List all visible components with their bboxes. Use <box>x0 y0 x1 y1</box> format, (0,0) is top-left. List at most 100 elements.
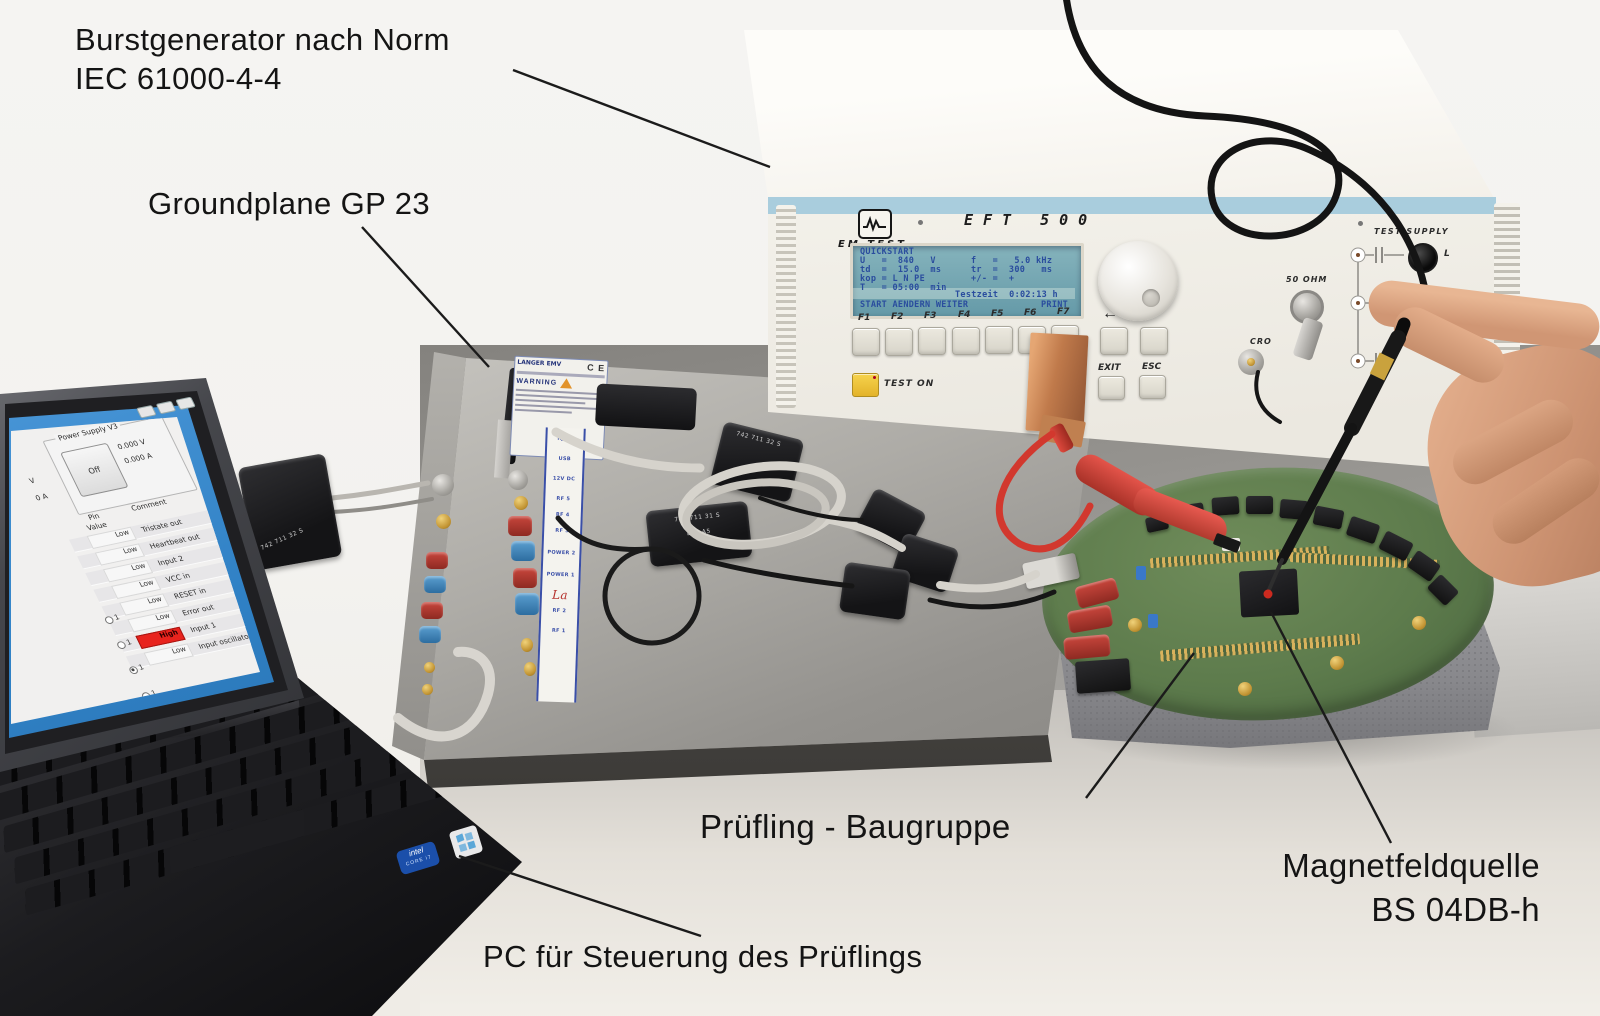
pcb-screw-hole <box>1330 656 1344 670</box>
terminal-l-jack <box>1408 243 1438 273</box>
rotary-knob[interactable] <box>1098 241 1178 321</box>
panel-screw <box>1358 221 1363 226</box>
lcd-line: +/- = + <box>971 274 1015 284</box>
fkey-button-f3[interactable] <box>918 327 946 355</box>
fkey-button-f4[interactable] <box>952 327 980 355</box>
pcb-header-connector <box>1279 498 1309 521</box>
heatsink-ribs-left <box>776 205 796 408</box>
lcd-line: QUICKSTART <box>860 247 915 257</box>
strip-label: RF 2 <box>552 607 567 615</box>
gold-pin <box>524 662 536 676</box>
partial-amps: 0 A <box>33 491 50 503</box>
current-readout: 0.000 A <box>122 451 154 466</box>
red-banana-jack <box>508 516 532 536</box>
strip-label: RF 1 <box>551 627 566 635</box>
fkey-button-f1[interactable] <box>852 328 880 356</box>
gold-pin <box>424 662 435 673</box>
partial-volts: V <box>27 475 37 486</box>
smb-connector <box>514 496 528 510</box>
sticker-warning: WARNING <box>516 377 558 387</box>
pcb-screw-hole <box>1238 682 1252 696</box>
ferrite-clamp <box>838 561 912 621</box>
test-on-label: TEST ON <box>884 379 935 389</box>
exit-label: EXIT <box>1098 363 1121 373</box>
test-on-button[interactable] <box>852 373 879 397</box>
exit-button[interactable] <box>1098 376 1125 400</box>
gold-pin <box>422 684 433 695</box>
strip-label: RF 3 <box>555 527 570 535</box>
annotation-burstgenerator: Burstgenerator nach Norm IEC 61000-4-4 <box>75 20 450 98</box>
strip-label: USB <box>558 455 571 463</box>
bnc-connector <box>508 470 528 490</box>
fkey-button-f2[interactable] <box>885 328 913 356</box>
fkey-label: F1 <box>858 313 871 323</box>
lcd-line: kop = L N PE <box>860 274 926 284</box>
cro-label: CRO <box>1250 337 1272 346</box>
windows-sticker <box>448 824 484 860</box>
fkey-label: F7 <box>1057 307 1070 317</box>
strip-label: 12V DC <box>552 475 576 483</box>
bnc-connector <box>432 474 454 496</box>
power-off-button[interactable]: Off <box>60 442 129 498</box>
strip-label: RJ 45 <box>557 435 574 443</box>
gold-pin <box>521 638 533 652</box>
ferrite-part-number: 742 711 31 S <box>673 511 721 524</box>
fkey-label: F3 <box>924 311 937 321</box>
strip-label: RF 4 <box>555 511 570 519</box>
test-on-led <box>873 376 876 379</box>
red-banana-jack <box>426 552 448 569</box>
laptop-screen: V 0 A Power Supply V3 Off 0.000 V 0.000 … <box>0 378 304 772</box>
lcd-testzeit: Testzeit 0:02:13 h <box>955 290 1058 300</box>
pcb-header-connector <box>1211 496 1240 516</box>
blue-banana-jack <box>419 626 441 643</box>
fkey-button-f5[interactable] <box>985 326 1013 354</box>
dut-center-chip <box>1238 568 1300 618</box>
terminal-l-label: L <box>1444 249 1450 259</box>
intel-sticker: intel CORE i7 <box>395 840 441 876</box>
fkey-label: F5 <box>991 309 1004 319</box>
fkey-label: F6 <box>1024 308 1037 318</box>
annotation-line: IEC 61000-4-4 <box>75 61 282 96</box>
lcd-print: PRINT <box>1041 300 1069 310</box>
pcb-screw-hole <box>1128 618 1142 632</box>
red-banana-jack <box>421 602 443 619</box>
lcd-status-band <box>853 288 1075 299</box>
strip-signature: La <box>551 587 569 603</box>
annotation-magnetfeldquelle: Magnetfeldquelle BS 04DB-h <box>1150 844 1540 932</box>
sticker-brand: LANGER EMV <box>517 358 562 369</box>
reset-button[interactable]: Reset <box>208 417 260 444</box>
pcb-black-module <box>1074 658 1132 694</box>
esc-label: ESC <box>1142 362 1162 372</box>
strip-label: RF 5 <box>556 495 571 503</box>
column-header-value: Value <box>85 519 109 533</box>
power-supply-group: Power Supply V3 Off 0.000 V 0.000 A <box>42 417 198 516</box>
lcd-line: tr = 300 ms <box>971 265 1053 275</box>
annotation-line: BS 04DB-h <box>1371 891 1540 928</box>
lcd-softkeys: START AENDERN WEITER <box>860 300 969 310</box>
esc-button[interactable] <box>1139 375 1166 399</box>
fkey-label: F4 <box>958 310 971 320</box>
blue-jumper <box>1136 566 1146 580</box>
model-label: EFT 500 <box>964 211 1098 229</box>
pcb-screw-hole <box>1412 616 1426 630</box>
annotation-pruefling: Prüfling - Baugruppe <box>700 808 1011 845</box>
annotation-pc: PC für Steuerung des Prüflings <box>483 939 923 974</box>
arrow-right-button[interactable] <box>1140 327 1168 355</box>
warning-triangle-icon <box>559 378 573 389</box>
annotation-line: Burstgenerator nach Norm <box>75 22 450 57</box>
lcd-line: U = 840 V <box>860 256 936 266</box>
annotation-groundplane: Groundplane GP 23 <box>148 186 430 221</box>
panel-screw <box>918 220 923 225</box>
arrow-left-button[interactable] <box>1100 327 1128 355</box>
blue-banana-jack <box>515 593 539 615</box>
50-ohm-label: 50 OHM <box>1286 275 1328 284</box>
lcd-line: T = 05:00 min <box>860 283 947 293</box>
strip-label: POWER 2 <box>547 549 576 557</box>
cro-center-pin <box>1247 358 1255 366</box>
voltage-readout: 0.000 V <box>115 437 147 452</box>
pcb-header-connector <box>1246 496 1273 514</box>
gold-connector <box>436 514 451 529</box>
50-ohm-plug <box>1292 316 1324 362</box>
fkey-label: F2 <box>891 312 904 322</box>
